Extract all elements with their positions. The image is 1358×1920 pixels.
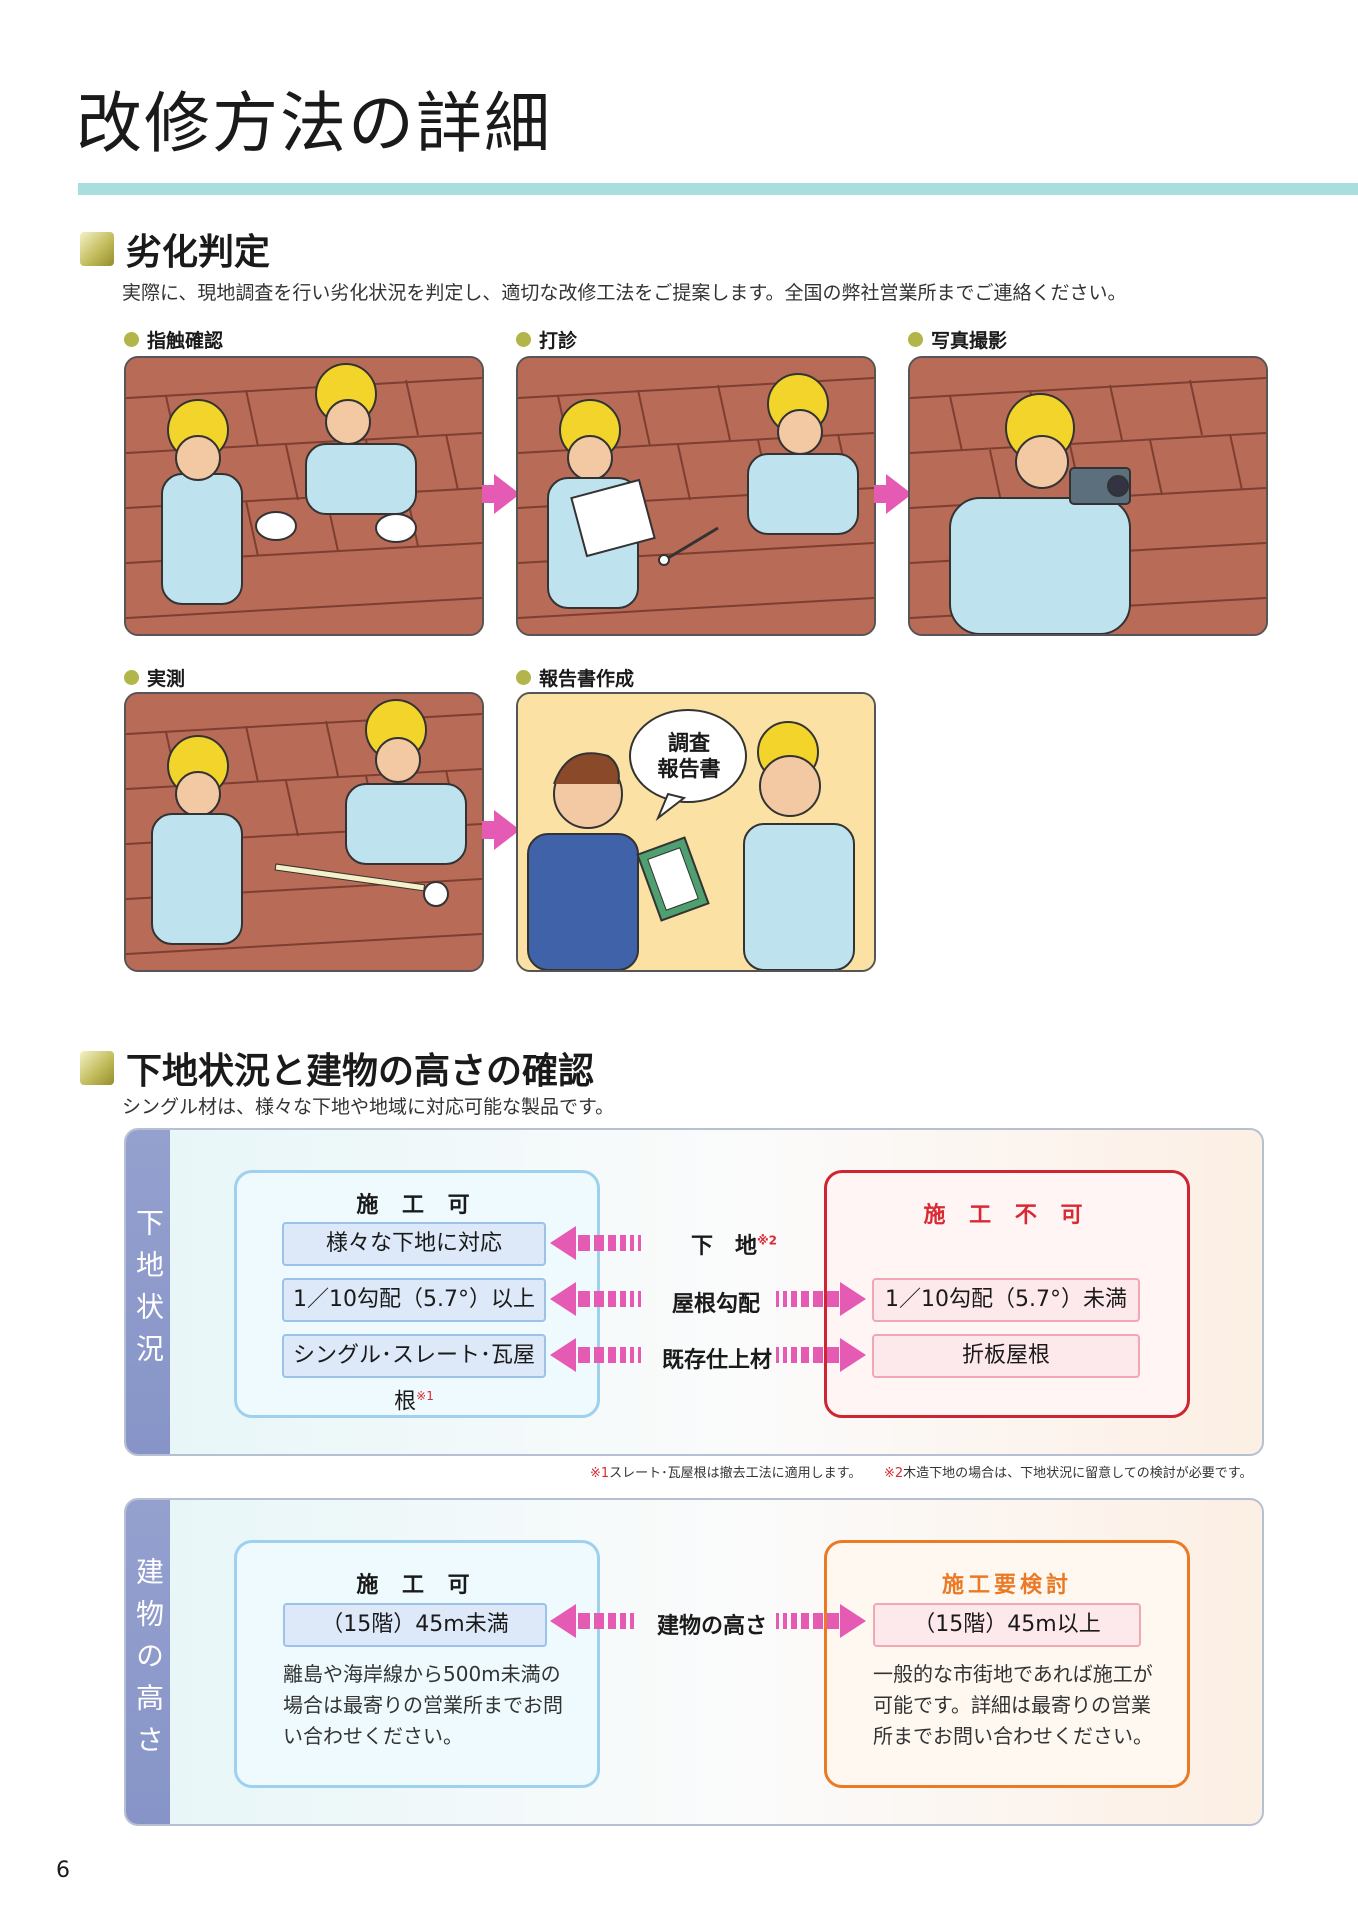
mid-label-substrate: 下 地※2 bbox=[690, 1233, 778, 1259]
building-height-panel: 建物の高さ 施 工 可 （15階）45m未満 離島や海岸線から500m未満の 場… bbox=[124, 1498, 1264, 1826]
mid-label-finish: 既存仕上材 bbox=[661, 1348, 772, 1373]
flow-arrow-icon bbox=[494, 474, 520, 514]
footnote-1: ※1スレート･瓦屋根は撤去工法に適用します。 bbox=[590, 1466, 862, 1481]
ok-box: 施 工 可 （15階）45m未満 離島や海岸線から500m未満の 場合は最寄りの… bbox=[234, 1540, 600, 1788]
ok-value-slope: 1／10勾配（5.7°）以上 bbox=[282, 1278, 546, 1322]
illustration-touch-check bbox=[124, 356, 484, 636]
illustration-report: 調査 報告書 bbox=[516, 692, 876, 972]
bullet-dot-icon bbox=[124, 670, 139, 685]
illustration-photo-shooting bbox=[908, 356, 1268, 636]
speech-bubble-text: 調査 報告書 bbox=[657, 731, 721, 781]
section-description: シングル材は、様々な下地や地域に対応可能な製品です。 bbox=[122, 1096, 615, 1118]
title-rule bbox=[78, 183, 1358, 195]
illustration-measurement bbox=[124, 692, 484, 972]
bullet-dot-icon bbox=[124, 332, 139, 347]
section-heading-substrate: 下地状況と建物の高さの確認 bbox=[80, 1042, 594, 1094]
mid-label-slope: 屋根勾配 bbox=[671, 1292, 760, 1317]
step-label-tapping: 打診 bbox=[516, 326, 577, 353]
ok-value-substrate: 様々な下地に対応 bbox=[282, 1222, 546, 1266]
page-title: 改修方法の詳細 bbox=[76, 85, 552, 162]
arrow-left-icon bbox=[550, 1604, 634, 1638]
arrow-right-icon bbox=[776, 1604, 866, 1638]
section-heading-deterioration: 劣化判定 bbox=[80, 223, 270, 275]
panel-side-tab: 建物の高さ bbox=[126, 1500, 170, 1824]
ng-value-finish: 折板屋根 bbox=[872, 1334, 1140, 1378]
bullet-dot-icon bbox=[516, 332, 531, 347]
ok-note: 離島や海岸線から500m未満の 場合は最寄りの営業所までお問 い合わせください。 bbox=[283, 1662, 563, 1748]
section-heading-text: 劣化判定 bbox=[126, 232, 271, 273]
section-square-icon bbox=[80, 1051, 114, 1085]
arrow-right-icon bbox=[776, 1282, 866, 1316]
section-heading-text: 下地状況と建物の高さの確認 bbox=[126, 1051, 595, 1092]
flow-arrow-tail bbox=[482, 821, 496, 839]
section-description: 実際に、現地調査を行い劣化状況を判定し、適切な改修工法をご提案します。全国の弊社… bbox=[122, 282, 1127, 304]
bullet-dot-icon bbox=[516, 670, 531, 685]
page-number: 6 bbox=[56, 1858, 70, 1883]
illustration-tapping bbox=[516, 356, 876, 636]
arrow-left-icon bbox=[550, 1338, 641, 1372]
review-box: 施工要検討 （15階）45m以上 一般的な市街地であれば施工が 可能です。詳細は… bbox=[824, 1540, 1190, 1788]
step-label-photo: 写真撮影 bbox=[908, 326, 1007, 353]
warn-note: 一般的な市街地であれば施工が 可能です。詳細は最寄りの営業 所までお問い合わせく… bbox=[873, 1662, 1153, 1748]
section-square-icon bbox=[80, 232, 114, 266]
substrate-panel: 下地状況 施 工 可 施 工 不 可 様々な下地に対応 下 地※2 1／10勾配… bbox=[124, 1128, 1264, 1456]
arrow-right-icon bbox=[776, 1338, 866, 1372]
step-label-report: 報告書作成 bbox=[516, 664, 634, 691]
ok-value-finish: シングル･スレート･瓦屋根※1 bbox=[282, 1334, 546, 1414]
mid-label-height: 建物の高さ bbox=[656, 1614, 767, 1639]
panel-side-tab: 下地状況 bbox=[126, 1130, 170, 1454]
bullet-dot-icon bbox=[908, 332, 923, 347]
flow-arrow-tail bbox=[874, 485, 888, 503]
arrow-left-icon bbox=[550, 1226, 641, 1260]
arrow-left-icon bbox=[550, 1282, 641, 1316]
step-label-measure: 実測 bbox=[124, 664, 185, 691]
ng-value-slope: 1／10勾配（5.7°）未満 bbox=[872, 1278, 1140, 1322]
flow-arrow-tail bbox=[482, 485, 496, 503]
flow-arrow-icon bbox=[886, 474, 912, 514]
flow-arrow-icon bbox=[494, 810, 520, 850]
warn-value-height: （15階）45m以上 bbox=[873, 1603, 1141, 1647]
step-label-touch: 指触確認 bbox=[124, 326, 223, 353]
footnote-2: ※2木造下地の場合は、下地状況に留意しての検討が必要です。 bbox=[884, 1466, 1253, 1481]
ok-value-height: （15階）45m未満 bbox=[283, 1603, 547, 1647]
